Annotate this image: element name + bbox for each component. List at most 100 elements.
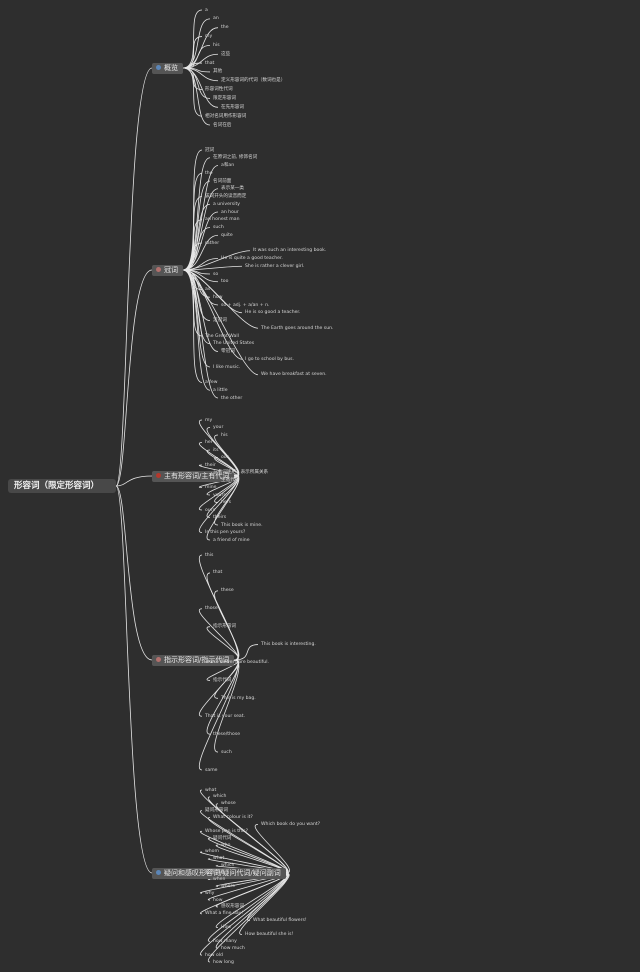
leaf-node[interactable]: 该词开头的读音而定	[205, 194, 247, 199]
leaf-node[interactable]: so	[213, 271, 219, 277]
leaf-node[interactable]: Whose pen is this?	[205, 828, 249, 834]
leaf-node[interactable]: yours	[213, 492, 226, 498]
leaf-node[interactable]: This is my bag.	[221, 695, 256, 701]
leaf-node[interactable]: as	[205, 287, 211, 292]
leaf-node[interactable]: 表示某一类	[221, 186, 244, 192]
branch-5[interactable]: 疑问和感叹形容词/疑问代词/疑问副词	[152, 867, 286, 879]
leaf-node[interactable]: 名词前面	[213, 178, 232, 184]
leaf-node[interactable]: same	[205, 767, 218, 773]
leaf-node[interactable]: my	[205, 34, 213, 40]
leaf-node[interactable]: who	[221, 842, 231, 848]
leaf-node[interactable]: This book is mine.	[221, 522, 263, 528]
leaf-node[interactable]: so + adj. + a/an + n.	[221, 302, 270, 308]
leaf-node[interactable]: 感叹形容词	[221, 904, 244, 910]
leaf-node[interactable]: 与名词连用，表示所属关系	[213, 470, 269, 475]
leaf-node[interactable]: such	[213, 225, 224, 230]
leaf-node[interactable]: 名词在后	[213, 122, 232, 128]
root-topic[interactable]: 形容词（限定形容词）	[8, 479, 116, 493]
leaf-node[interactable]: too	[221, 279, 229, 285]
leaf-node[interactable]: 形容词性代词	[205, 87, 233, 93]
leaf-node[interactable]: The Great Wall	[205, 333, 239, 339]
leaf-node[interactable]: my	[205, 417, 213, 423]
leaf-node[interactable]: when	[213, 876, 226, 882]
leaf-node[interactable]: where	[221, 883, 236, 889]
leaf-node[interactable]: which	[221, 863, 235, 869]
leaf-node[interactable]: the	[221, 25, 229, 31]
leaf-node[interactable]: these/those	[213, 731, 241, 737]
leaf-node[interactable]: a	[205, 7, 208, 13]
leaf-node[interactable]: ours	[205, 507, 216, 513]
leaf-node[interactable]: their	[205, 462, 216, 468]
leaf-node[interactable]: mine	[205, 485, 217, 490]
leaf-node[interactable]: those	[205, 606, 218, 612]
leaf-node[interactable]: It was such an interesting book.	[253, 248, 327, 254]
leaf-node[interactable]: how long	[213, 959, 234, 965]
leaf-node[interactable]: the other	[221, 395, 243, 401]
leaf-node[interactable]: This book is interesting.	[261, 642, 316, 648]
leaf-node[interactable]: a little	[213, 387, 228, 393]
leaf-node[interactable]: whom	[205, 849, 219, 855]
leaf-node[interactable]: How beautiful she is!	[245, 931, 294, 937]
leaf-node[interactable]: an honest man	[205, 217, 240, 223]
leaf-node[interactable]: She is rather a clever girl.	[245, 263, 305, 269]
leaf-node[interactable]: 指示代词	[213, 677, 232, 683]
branch-2[interactable]: 冠词	[152, 264, 183, 276]
leaf-node[interactable]: Is this pen yours?	[205, 530, 246, 535]
leaf-node[interactable]: the	[205, 170, 213, 176]
leaf-node[interactable]: that	[213, 570, 223, 576]
leaf-node[interactable]: how	[213, 897, 223, 903]
leaf-node[interactable]: 指示形容词	[213, 624, 236, 630]
leaf-node[interactable]: 疑问代词	[213, 835, 232, 841]
leaf-node[interactable]: how	[213, 294, 223, 300]
leaf-node[interactable]: its	[213, 447, 219, 453]
leaf-node[interactable]: Those flowers are beautiful.	[205, 660, 269, 665]
branch-1[interactable]: 概览	[152, 62, 183, 74]
leaf-node[interactable]: what	[213, 856, 225, 862]
leaf-node[interactable]: 在先形容词	[221, 104, 244, 110]
leaf-node[interactable]: 冠词	[205, 147, 215, 153]
leaf-node[interactable]: The Earth goes around the sun.	[261, 325, 334, 331]
leaf-node[interactable]: What a fine day!	[205, 911, 244, 917]
leaf-node[interactable]: quite	[221, 232, 233, 238]
leaf-node[interactable]: such	[221, 749, 232, 755]
leaf-node[interactable]: her	[205, 440, 213, 445]
branch-3[interactable]: 主有形容词/主有代词	[152, 470, 235, 482]
leaf-node[interactable]: 定义形容词的代词（数词也是）	[221, 78, 286, 84]
leaf-node[interactable]: I go to school by bus.	[245, 356, 295, 362]
leaf-node[interactable]: He is quite a good teacher.	[221, 256, 283, 261]
leaf-node[interactable]: He is so good a teacher.	[245, 310, 301, 316]
leaf-node[interactable]: a和an	[221, 163, 235, 168]
leaf-node[interactable]: hers	[221, 500, 232, 505]
leaf-node[interactable]: these	[221, 588, 234, 594]
leaf-node[interactable]: rather	[205, 240, 220, 246]
leaf-node[interactable]: 相对名词用作形容词	[205, 113, 247, 119]
leaf-node[interactable]: How	[221, 925, 232, 931]
leaf-node[interactable]: Which book do you want?	[261, 821, 321, 827]
leaf-node[interactable]: 主有代词	[221, 477, 240, 483]
leaf-node[interactable]: 定冠词	[213, 318, 227, 323]
leaf-node[interactable]: 其他	[213, 69, 223, 75]
leaf-node[interactable]: how old	[205, 952, 223, 958]
leaf-node[interactable]: how much	[221, 945, 245, 951]
leaf-node[interactable]: a friend of mine	[213, 537, 250, 543]
leaf-node[interactable]: theirs	[213, 515, 227, 520]
leaf-node[interactable]: our	[221, 455, 229, 460]
leaf-node[interactable]: a few	[205, 380, 218, 385]
leaf-node[interactable]: what	[205, 787, 217, 793]
leaf-node[interactable]: That is your seat.	[205, 713, 246, 719]
leaf-node[interactable]: whose	[221, 801, 236, 807]
leaf-node[interactable]: 这些	[221, 51, 231, 57]
leaf-node[interactable]: 限定形容词	[213, 95, 236, 101]
leaf-node[interactable]: What beautiful flowers!	[253, 918, 307, 924]
leaf-node[interactable]: 零冠词	[221, 349, 235, 354]
leaf-node[interactable]: his	[213, 42, 220, 48]
leaf-node[interactable]: why	[205, 890, 215, 896]
leaf-node[interactable]: 疑问副词	[205, 870, 224, 876]
branch-4[interactable]: 指示形容词/指示代词	[152, 654, 235, 666]
leaf-node[interactable]: 在原词之前, 修饰名词	[213, 155, 258, 161]
leaf-node[interactable]: 疑问形容词	[205, 808, 228, 814]
leaf-node[interactable]: a university	[213, 201, 240, 207]
leaf-node[interactable]: this	[205, 552, 214, 558]
leaf-node[interactable]: which	[213, 794, 227, 800]
leaf-node[interactable]: I like music.	[213, 364, 241, 370]
